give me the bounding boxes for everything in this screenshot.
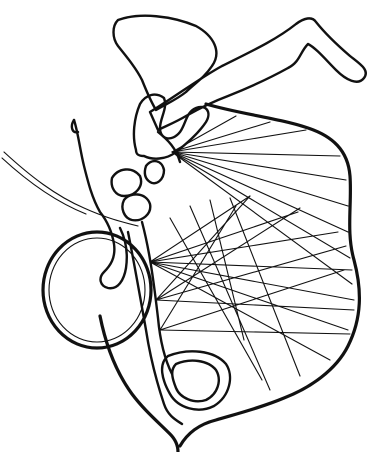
upper-lobe-outline [114,16,217,110]
left-stalk [74,120,127,288]
knob-cell-2 [122,194,150,220]
knob-cell-3 [145,161,164,183]
left-ring-inner [49,238,145,342]
knob-cell-1 [112,169,141,196]
upper-tube-outline [150,18,366,130]
fibre-bundle-lower [150,196,354,390]
thin-filament-2 [2,158,86,214]
central-stalk-inner [142,222,172,374]
lower-opening-inner [172,361,219,402]
folded-lip-structure [134,95,208,159]
left-ring [43,232,151,348]
thin-filament [4,152,138,226]
fibre-bundle-upper [172,116,352,284]
